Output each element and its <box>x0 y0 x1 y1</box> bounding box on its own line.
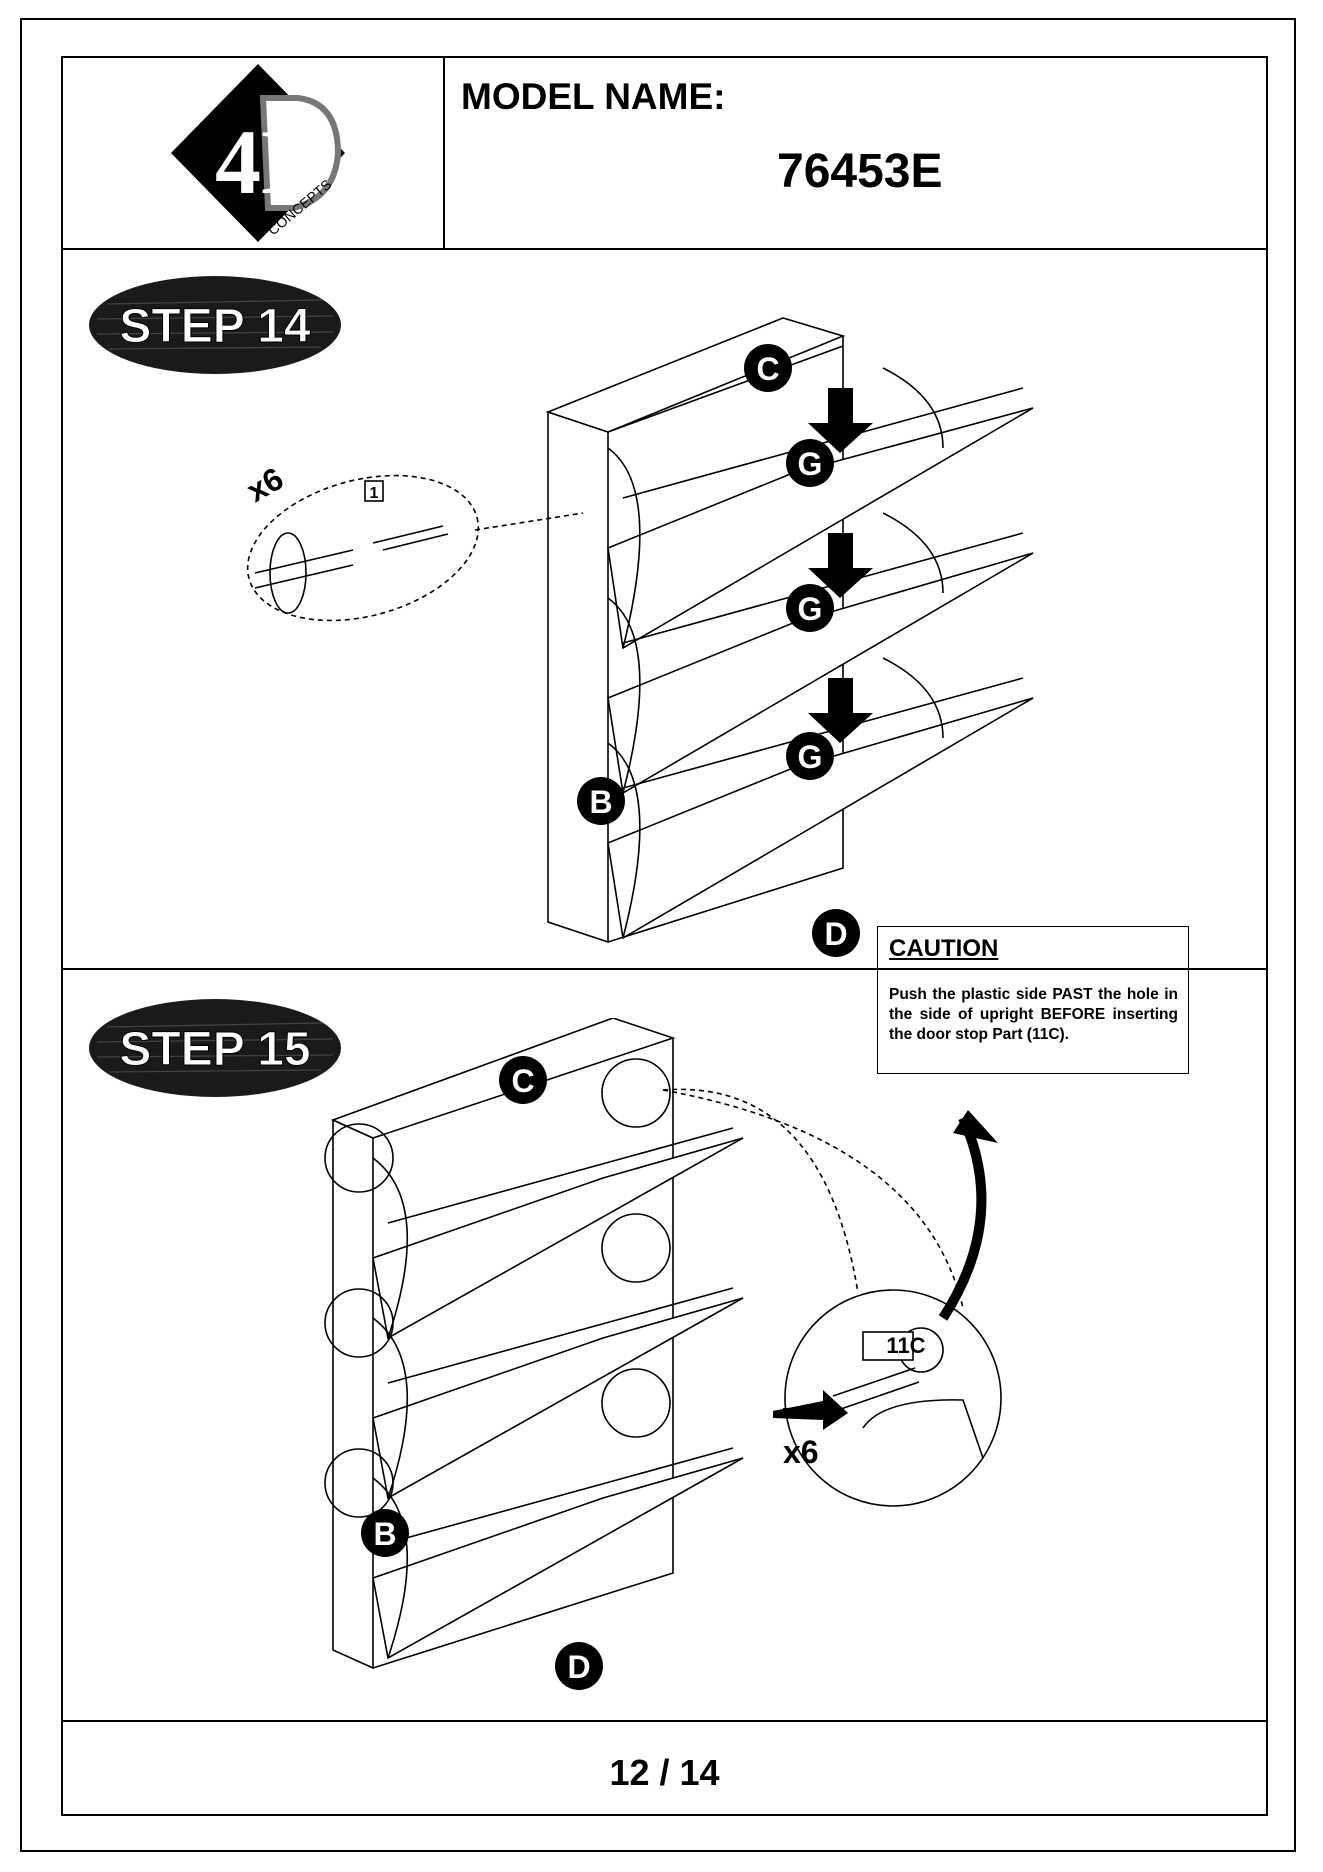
step-14-diagram: C G G G B D x6 1 <box>183 288 1043 968</box>
step-14-part-b: B <box>589 784 612 820</box>
step-14-quantity: x6 <box>241 460 290 509</box>
step-14-part-g: G <box>798 591 823 627</box>
footer-divider <box>63 1720 1266 1722</box>
page-number: 12 / 14 <box>63 1752 1266 1794</box>
step-15-diagram: C B D 11C x6 <box>263 1018 1183 1698</box>
caution-box: CAUTION Push the plastic side PAST the h… <box>877 926 1189 1074</box>
model-name-label: MODEL NAME: <box>461 76 725 118</box>
step-15-part-d: D <box>567 1649 590 1685</box>
step-14-hardware-id: 1 <box>370 485 379 502</box>
step-14-part-c: C <box>756 351 779 387</box>
step-15-hardware-id: 11C <box>886 1333 925 1358</box>
header-column-divider <box>443 58 445 248</box>
model-name-value: 76453E <box>777 144 943 199</box>
step-14-part-g: G <box>798 739 823 775</box>
step-14-part-g: G <box>798 446 823 482</box>
brand-logo: 4D CONCEPTS <box>163 58 353 248</box>
step-15-part-c: C <box>511 1063 534 1099</box>
step-14-part-d: D <box>824 916 847 952</box>
step-15-quantity: x6 <box>783 1434 819 1470</box>
step-15-part-b: B <box>373 1516 396 1552</box>
header-divider <box>63 248 1266 250</box>
caution-title: CAUTION <box>889 935 1178 963</box>
caution-text: Push the plastic side PAST the hole in t… <box>889 985 1178 1045</box>
